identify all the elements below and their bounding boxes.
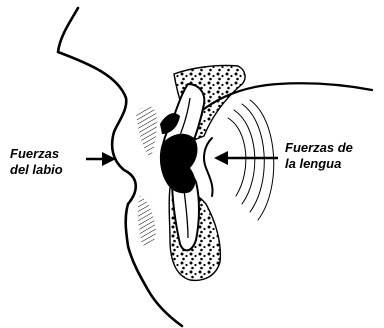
tongue-force-label-line-2: la lengua xyxy=(285,156,353,172)
tongue-force-label: Fuerzas de la lengua xyxy=(285,140,353,172)
lip-force-label-line-1: Fuerzas xyxy=(10,146,63,162)
tongue-force-arcs xyxy=(228,100,274,220)
lip-force-label: Fuerzas del labio xyxy=(10,146,63,178)
lip-force-arrow xyxy=(86,152,116,166)
tongue-outline xyxy=(204,138,213,196)
upper-lip-tissue xyxy=(136,106,157,158)
incisal-contact-zone xyxy=(160,134,198,194)
lip-force-label-line-2: del labio xyxy=(10,162,63,178)
lower-lip-tissue xyxy=(138,196,156,247)
tongue-force-label-line-1: Fuerzas de xyxy=(285,140,353,156)
